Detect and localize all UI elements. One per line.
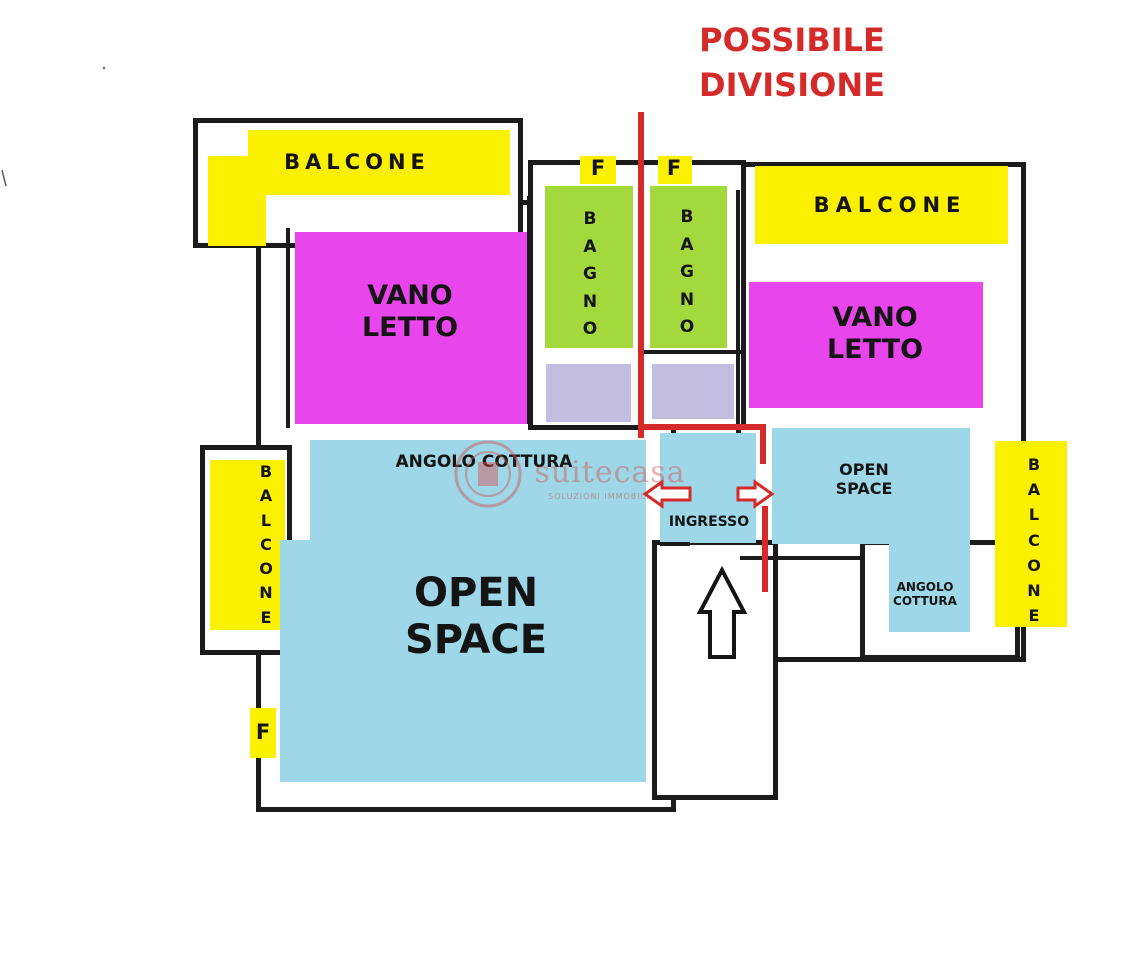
antibath-right: [652, 364, 734, 419]
vertical-letter: B: [259, 462, 273, 481]
vertical-letter: G: [583, 264, 597, 284]
vertical-letter: A: [1027, 480, 1041, 500]
open-space-right-label: OPEN SPACE: [835, 460, 893, 498]
vertical-letter: O: [259, 559, 273, 579]
antibath-left: [546, 364, 631, 422]
f-marker-top-left-bg: [580, 156, 616, 184]
vertical-letter: C: [260, 534, 272, 554]
vertical-letter: G: [680, 262, 694, 282]
inner-wall-b: [527, 196, 531, 424]
vertical-letter: N: [582, 291, 598, 312]
open-space-right: [772, 428, 970, 544]
stray-mark: [1, 169, 7, 187]
vertical-letter: N: [259, 583, 273, 603]
f-top-left-label: F: [590, 156, 606, 180]
right-arrow-icon: [736, 479, 775, 509]
bathroom-left: [545, 186, 633, 348]
vertical-letter: B: [1027, 455, 1041, 474]
kitchen-right-label: ANGOLO COTTURA: [893, 580, 957, 609]
balcony-top-left: [248, 130, 510, 195]
bedroom-right: [749, 282, 983, 408]
watermark-tagline: SOLUZIONI IMMOBILIARI: [548, 492, 666, 501]
vertical-letter: B: [680, 207, 694, 227]
vertical-letter: L: [1028, 505, 1040, 525]
inner-wall-d: [660, 542, 690, 546]
balcony-right: [995, 441, 1067, 627]
bedroom-left: [295, 232, 527, 424]
balcony-top-right: [755, 166, 1008, 244]
title-line-2: DIVISIONE: [699, 66, 885, 104]
balcony-top-left-ext: [208, 156, 266, 246]
entrance-label: INGRESSO: [668, 514, 750, 530]
vertical-letter: C: [1028, 530, 1040, 550]
balcony-top-right-label: BALCONE: [813, 193, 967, 217]
vertical-letter: N: [1027, 581, 1041, 601]
f-marker-left-bg: [250, 708, 276, 758]
vertical-letter: O: [582, 319, 598, 339]
f-left-label: F: [255, 720, 271, 744]
bathroom-right: [650, 186, 727, 348]
division-line-door-upper: [760, 424, 766, 464]
balcony-top-left-label: BALCONE: [284, 150, 430, 174]
up-arrow-icon: [696, 565, 748, 659]
inner-wall-c: [736, 190, 740, 430]
watermark-logo-icon: [454, 440, 522, 508]
vertical-letter: A: [583, 236, 597, 257]
open-space-left-lower: [280, 540, 646, 782]
stray-dot: [102, 66, 106, 70]
division-line-vertical: [638, 112, 644, 438]
vertical-letter: A: [259, 486, 273, 506]
f-top-right-label: F: [666, 156, 682, 180]
f-marker-top-right-bg: [658, 156, 692, 184]
vertical-letter: A: [680, 234, 694, 255]
vertical-letter: E: [260, 607, 272, 627]
left-arrow-icon: [642, 479, 692, 509]
division-title: POSSIBILE DIVISIONE: [676, 18, 908, 108]
title-line-1: POSSIBILE: [699, 21, 885, 59]
vertical-letter: L: [260, 510, 272, 530]
kitchen-left-label: ANGOLO COTTURA: [395, 452, 573, 472]
inner-wall-a: [286, 228, 290, 428]
division-line-door-lower: [762, 506, 768, 592]
vertical-letter: O: [1027, 555, 1041, 575]
vertical-letter: E: [1028, 606, 1040, 626]
bedroom-left-label: VANO LETTO: [361, 280, 459, 343]
vertical-letter: O: [679, 317, 695, 337]
inner-wall-f: [640, 350, 744, 354]
kitchen-right: [889, 540, 970, 632]
balcony-left-tab: [250, 460, 285, 630]
vertical-letter: N: [679, 289, 695, 310]
bedroom-right-label: VANO LETTO: [826, 302, 924, 365]
inner-wall-e: [740, 556, 860, 560]
division-line-horizontal: [638, 424, 766, 430]
open-space-left-label: OPEN SPACE: [404, 570, 548, 664]
vertical-letter: B: [583, 209, 597, 229]
